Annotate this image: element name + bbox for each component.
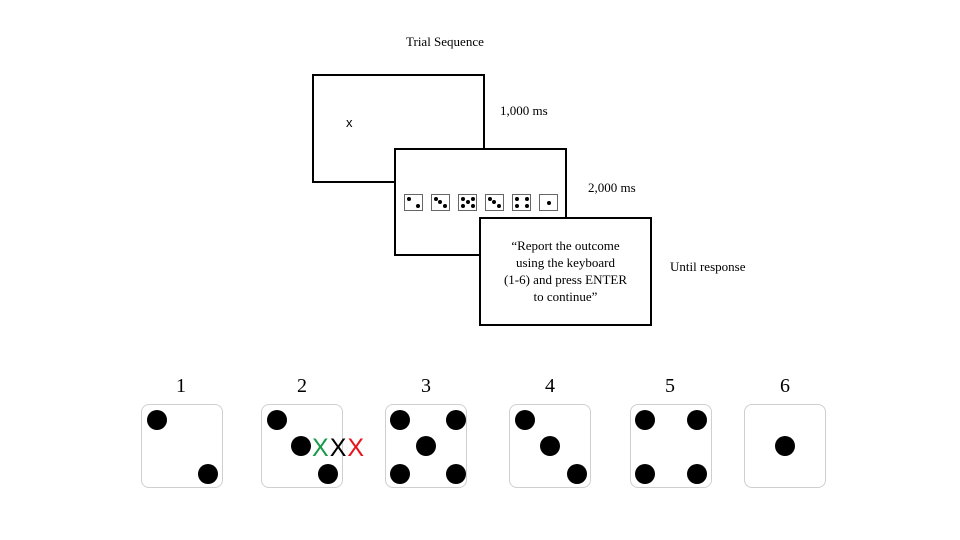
response-marks: XXX [312, 434, 365, 463]
mini-die [512, 194, 531, 211]
mini-die [404, 194, 423, 211]
response-screen [479, 217, 652, 326]
prompt-line: to continue” [533, 289, 598, 304]
mark-red: X [347, 434, 366, 462]
mark-green: X [312, 434, 330, 462]
diagram-title: Trial Sequence [406, 34, 484, 49]
duration-label-response: Until response [670, 259, 746, 274]
fixation-cross: x [346, 115, 353, 130]
prompt-line: using the keyboard [516, 255, 615, 270]
option-label-1: 1 [176, 375, 186, 397]
die-option-6 [744, 404, 826, 488]
mini-die [431, 194, 450, 211]
option-label-6: 6 [780, 375, 790, 397]
die-option-1 [141, 404, 223, 488]
prompt-line: (1-6) and press ENTER [503, 272, 628, 287]
duration-label-stimulus: 2,000 ms [588, 180, 636, 195]
die-option-5 [630, 404, 712, 488]
prompt-line: “Report the outcome [511, 238, 620, 253]
option-label-5: 5 [665, 375, 675, 397]
mini-die [458, 194, 477, 211]
die-option-3 [385, 404, 467, 488]
option-label-4: 4 [545, 375, 555, 397]
duration-label-fixation: 1,000 ms [500, 103, 548, 118]
mini-die [539, 194, 558, 211]
die-option-2 [261, 404, 343, 488]
mini-die [485, 194, 504, 211]
mark-black: X [329, 434, 348, 462]
response-prompt: “Report the outcome using the keyboard (… [481, 237, 650, 305]
option-label-2: 2 [297, 375, 307, 397]
option-label-3: 3 [421, 375, 431, 397]
die-option-4 [509, 404, 591, 488]
